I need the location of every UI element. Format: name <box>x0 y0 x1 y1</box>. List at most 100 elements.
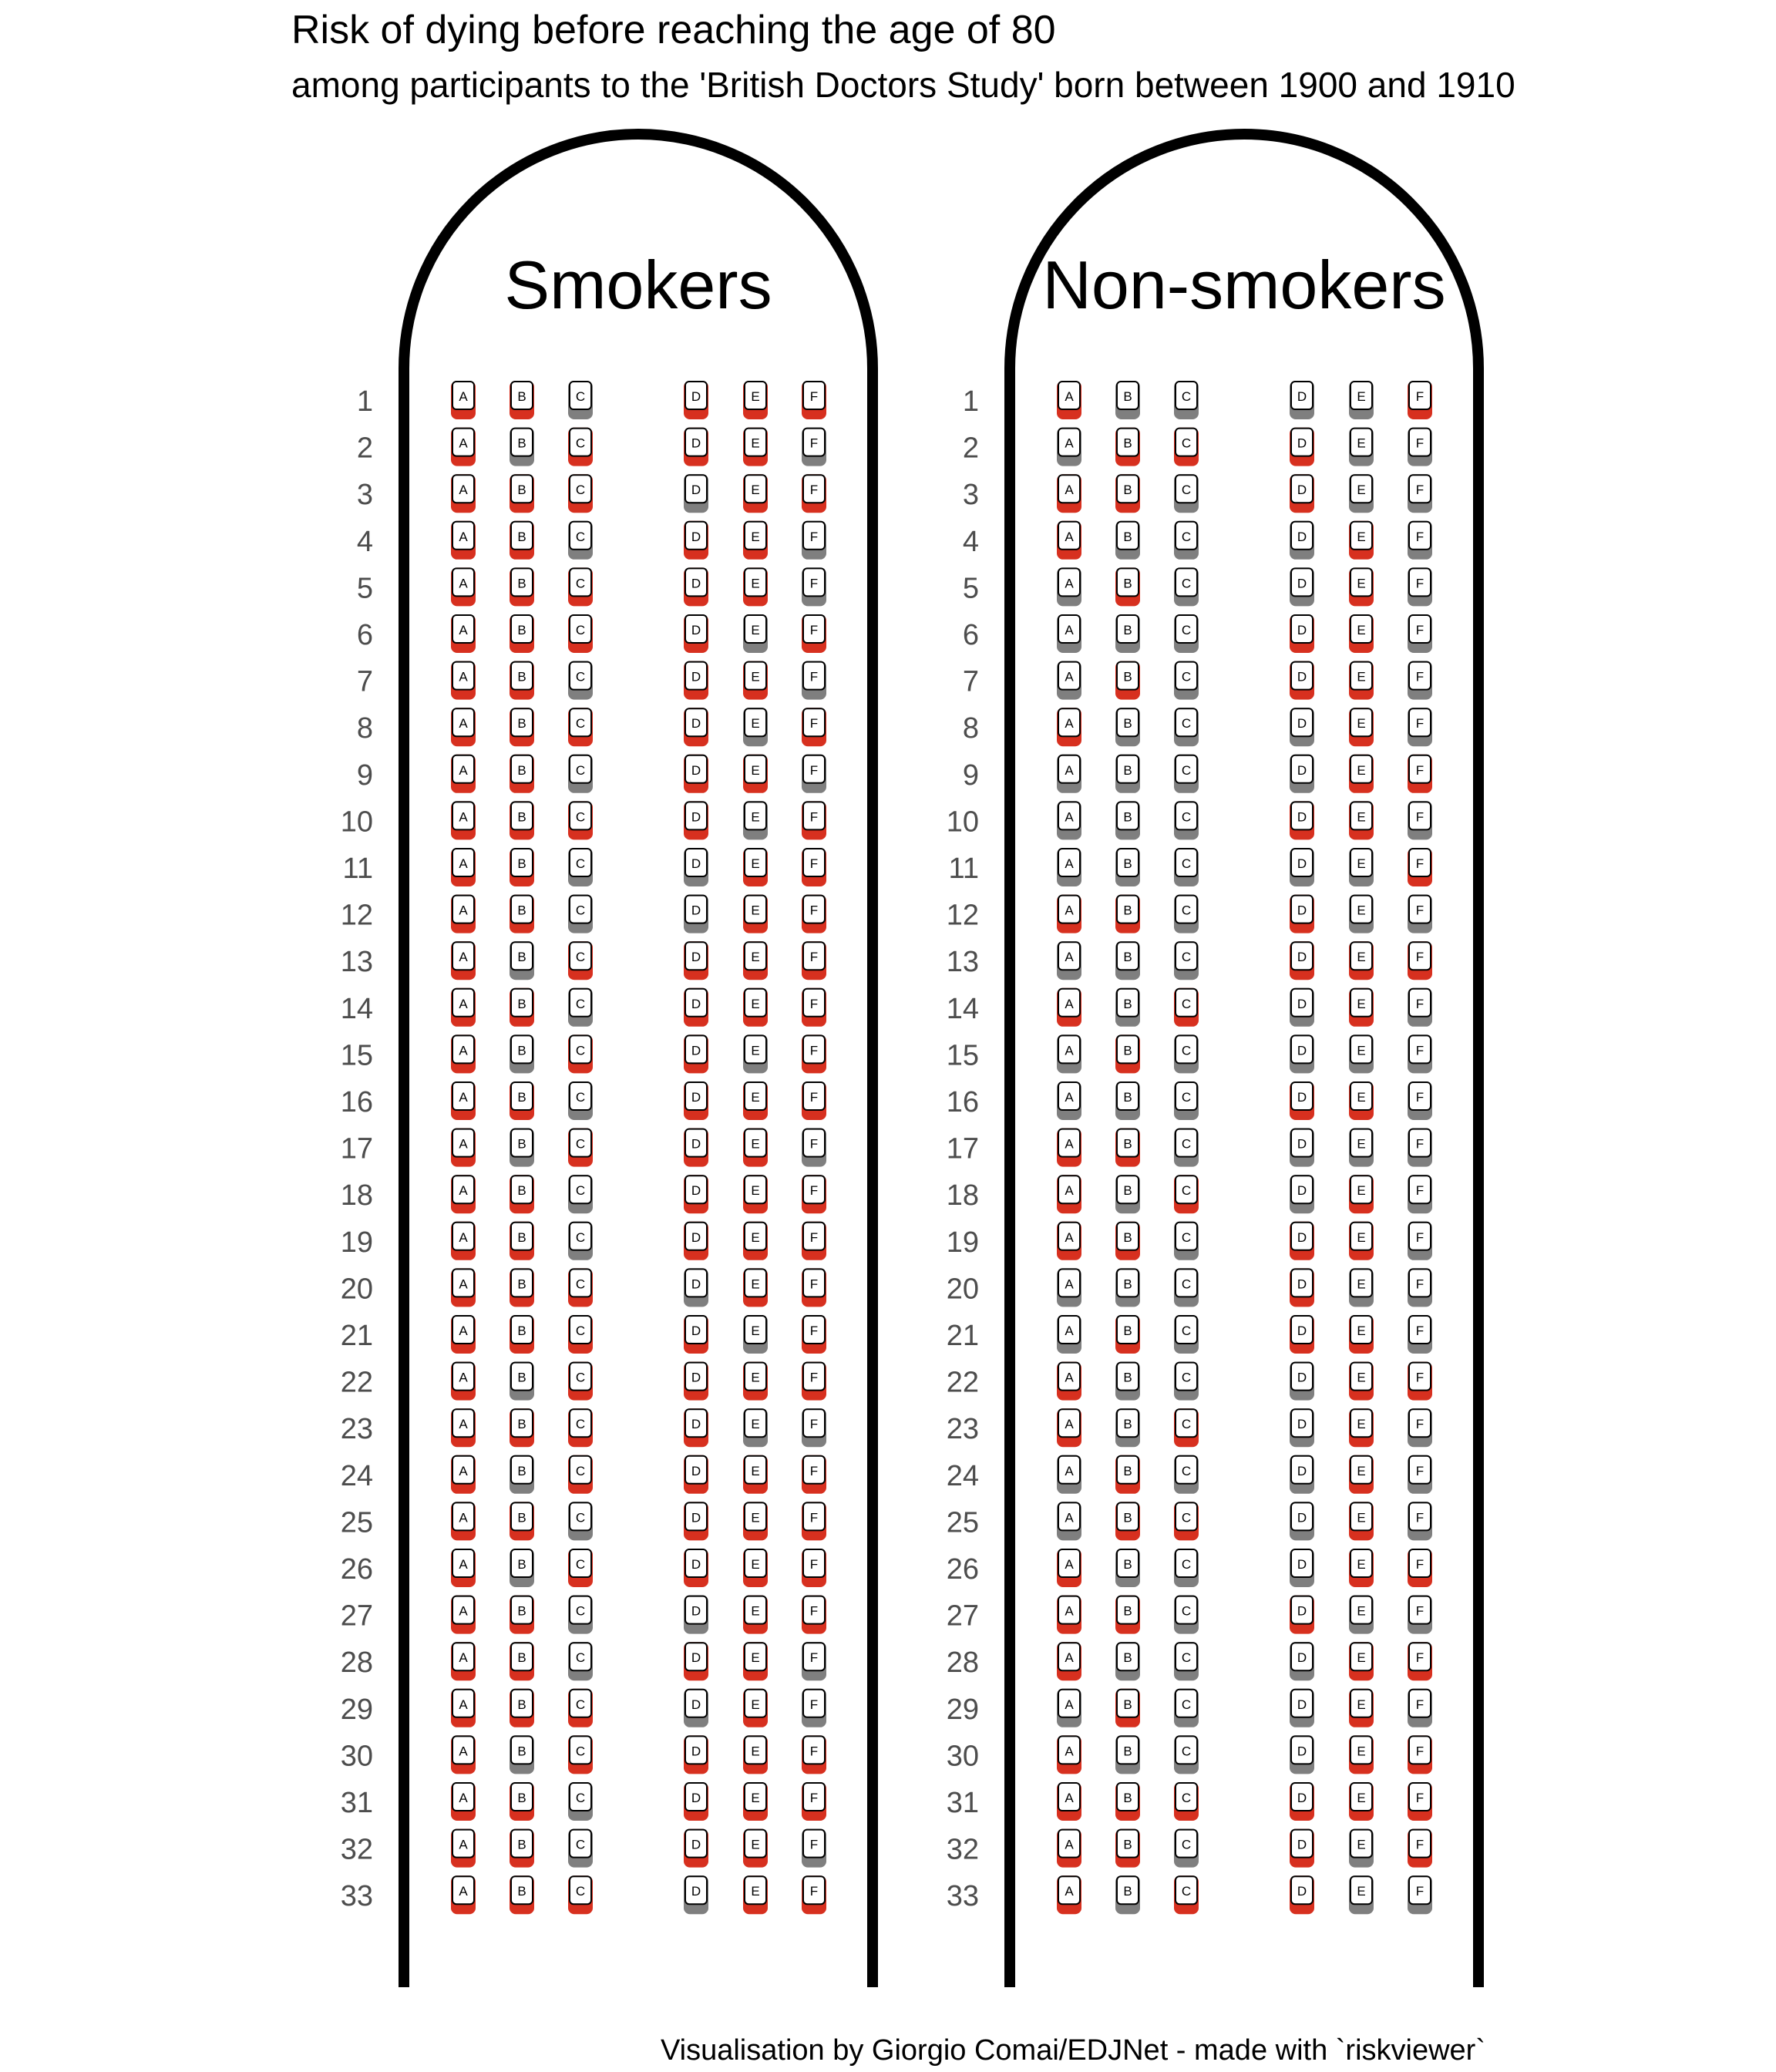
seat-letter: B <box>1123 950 1132 964</box>
seat-letter: D <box>1297 1276 1307 1291</box>
seat-letter: A <box>459 1884 468 1899</box>
seat-9D-affected: D <box>684 754 708 793</box>
seat-33A-affected: A <box>451 1875 476 1915</box>
seat-11A-affected: A <box>451 848 476 886</box>
seat-31E-affected: E <box>743 1782 768 1821</box>
seat-18B-unaffected: B <box>1115 1175 1140 1214</box>
seat-letter: D <box>1297 1183 1307 1198</box>
seat-27E-affected: E <box>743 1595 768 1634</box>
row-label: 16 <box>947 1086 979 1118</box>
seat-4B-affected: B <box>510 520 534 560</box>
seat-1C-unaffected: C <box>568 381 593 419</box>
seat-letter: F <box>810 1276 818 1291</box>
seat-letter: C <box>576 1697 585 1712</box>
seat-letter: B <box>1123 1697 1132 1712</box>
seat-6F-unaffected: F <box>1408 614 1432 653</box>
row-label: 7 <box>963 666 979 698</box>
seat-letter: A <box>1065 1744 1074 1758</box>
row-label: 13 <box>947 946 979 978</box>
seat-letter: F <box>810 1744 818 1758</box>
seat-16D-affected: D <box>1290 1081 1314 1120</box>
seat-letter: A <box>1065 1230 1074 1245</box>
seat-letter: E <box>751 436 759 451</box>
seat-1D-unaffected: D <box>1290 381 1314 419</box>
seat-letter: B <box>1123 1417 1132 1431</box>
seat-letter: F <box>1416 1324 1424 1338</box>
seat-33C-affected: C <box>1174 1875 1199 1915</box>
seat-letter: E <box>751 576 759 590</box>
seat-letter: B <box>517 1697 526 1712</box>
seat-letter: C <box>1182 1090 1191 1105</box>
seat-28F-unaffected: F <box>802 1642 826 1681</box>
seat-23D-unaffected: D <box>1290 1408 1314 1448</box>
seat-22E-affected: E <box>743 1361 768 1401</box>
seat-30F-affected: F <box>802 1735 826 1774</box>
seat-2E-affected: E <box>743 427 768 466</box>
seat-letter: D <box>1297 1137 1307 1152</box>
seat-letter: D <box>1297 530 1307 544</box>
seat-letter: F <box>1416 389 1424 404</box>
seat-26D-affected: D <box>684 1549 708 1587</box>
seat-25F-unaffected: F <box>1408 1502 1432 1541</box>
seat-33F-affected: F <box>802 1875 826 1915</box>
seat-8E-unaffected: E <box>743 708 768 747</box>
seat-letter: D <box>691 1510 701 1525</box>
seat-10F-affected: F <box>802 801 826 840</box>
seat-letter: E <box>1357 1276 1365 1291</box>
seat-27C-unaffected: C <box>568 1595 593 1634</box>
seat-letter: B <box>1123 1137 1132 1152</box>
seat-letter: A <box>1065 1838 1074 1852</box>
seat-letter: C <box>576 1604 585 1619</box>
seat-letter: C <box>576 1464 585 1478</box>
seat-30C-unaffected: C <box>1174 1735 1199 1774</box>
seat-24A-affected: A <box>451 1455 476 1494</box>
seat-11B-unaffected: B <box>1115 848 1140 886</box>
seat-33D-unaffected: D <box>684 1875 708 1915</box>
seat-9B-unaffected: B <box>1115 754 1140 793</box>
seat-31A-affected: A <box>1057 1782 1081 1821</box>
row-label: 22 <box>341 1367 373 1399</box>
seat-33C-affected: C <box>568 1875 593 1915</box>
seat-27D-unaffected: D <box>684 1595 708 1634</box>
seat-28C-unaffected: C <box>1174 1642 1199 1681</box>
seat-20C-unaffected: C <box>1174 1268 1199 1307</box>
seat-17E-unaffected: E <box>1349 1128 1374 1167</box>
seat-letter: D <box>691 903 701 918</box>
seat-letter: C <box>1182 623 1191 637</box>
seat-letter: B <box>517 809 526 824</box>
seat-14A-affected: A <box>1057 987 1081 1027</box>
seat-9C-unaffected: C <box>1174 754 1199 793</box>
seat-12F-unaffected: F <box>1408 894 1432 933</box>
seat-letter: F <box>810 1230 818 1245</box>
seat-letter: E <box>751 483 759 497</box>
row-label: 28 <box>947 1646 979 1679</box>
seat-7D-affected: D <box>684 661 708 700</box>
seat-17D-affected: D <box>684 1128 708 1167</box>
seat-15D-unaffected: D <box>1290 1034 1314 1074</box>
seat-letter: A <box>459 1697 468 1712</box>
seat-letter: D <box>691 1230 701 1245</box>
seat-letter: B <box>1123 623 1132 637</box>
seat-8C-unaffected: C <box>1174 708 1199 747</box>
seat-25A-affected: A <box>451 1502 476 1541</box>
seat-letter: F <box>810 856 818 871</box>
seat-5D-affected: D <box>684 567 708 607</box>
seat-letter: C <box>1182 1230 1191 1245</box>
seat-letter: E <box>751 1090 759 1105</box>
seat-letter: D <box>1297 1884 1307 1899</box>
seat-25A-unaffected: A <box>1057 1502 1081 1541</box>
row-label: 15 <box>947 1039 979 1071</box>
seat-letter: C <box>576 763 585 778</box>
seat-1F-affected: F <box>802 381 826 419</box>
seat-letter: A <box>459 389 468 404</box>
seat-19B-affected: B <box>1115 1221 1140 1260</box>
seat-20D-unaffected: D <box>684 1268 708 1307</box>
seat-12C-unaffected: C <box>568 894 593 933</box>
seat-letter: C <box>1182 1650 1191 1665</box>
seat-19D-affected: D <box>684 1221 708 1260</box>
seat-10A-affected: A <box>451 801 476 840</box>
seat-letter: D <box>691 1464 701 1478</box>
seat-31A-affected: A <box>451 1782 476 1821</box>
seat-32B-affected: B <box>510 1828 534 1868</box>
seat-letter: D <box>1297 1464 1307 1478</box>
